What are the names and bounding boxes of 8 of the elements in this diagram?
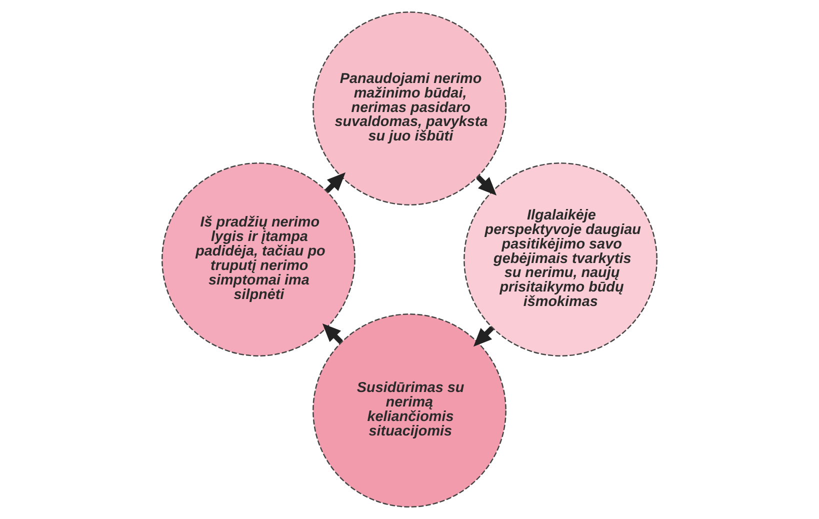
arrow [476,175,497,196]
arrow [322,323,343,344]
node-circle: Ilgalaikėje perspektyvoje daugiau pasitikėjimo savo gebėjimais tvarkytis su nerimu, naujų prisitaikymo būdų išmokimas [464,162,658,356]
node-circle: Iš pradžių nerimo lygis ir įtampa padidėja, tačiau po truputį nerimo simptomai ima silpnėti [162,162,356,356]
arrow [473,326,494,347]
arrow [325,172,346,193]
node-circle: Panaudojami nerimo mažinimo būdai, nerimas pasidaro suvaldomas, pavyksta su juo išbūti [312,12,506,206]
node-circle: Susidūrimas su nerimą keliančiomis situacijomis [312,314,506,508]
